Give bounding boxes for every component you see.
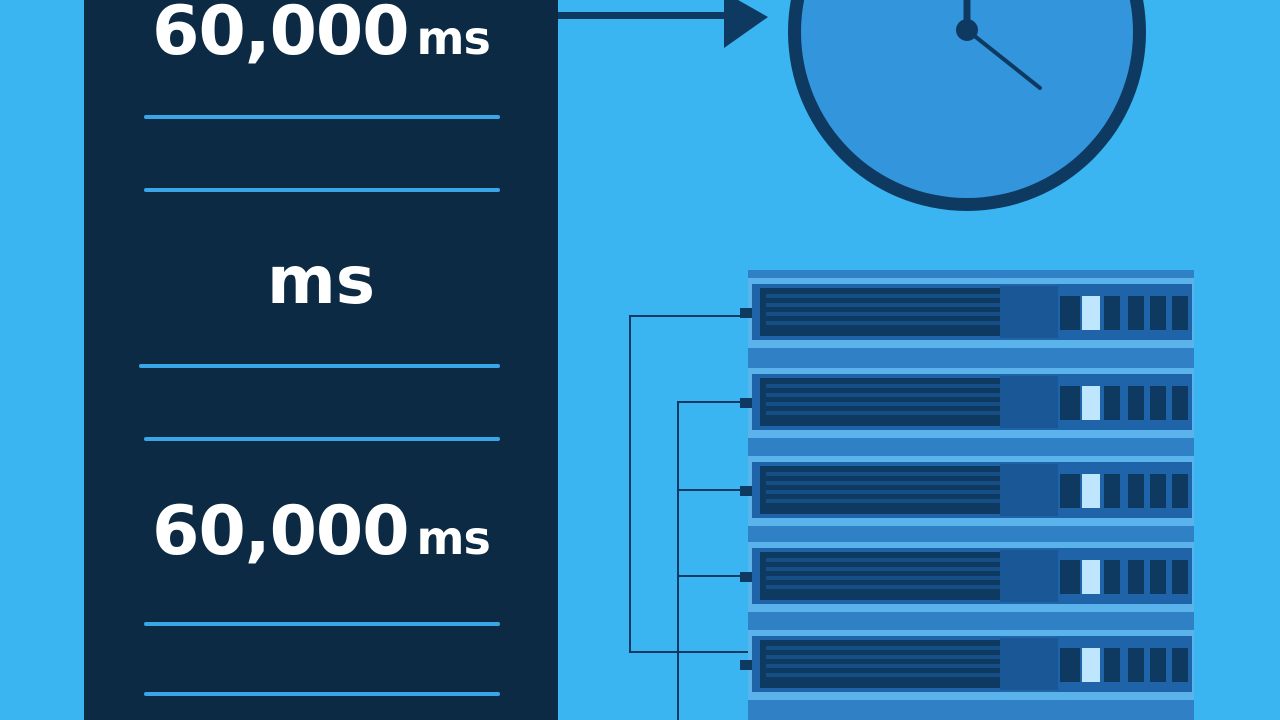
divider <box>144 692 500 696</box>
top-timeout-unit: ms <box>416 11 491 65</box>
clock-icon <box>788 0 1146 211</box>
middle-unit-label: ms <box>266 242 376 319</box>
server-unit <box>740 278 1194 348</box>
divider <box>144 437 500 441</box>
divider <box>144 188 500 192</box>
divider <box>139 364 500 368</box>
server-unit <box>740 456 1194 526</box>
server-unit <box>740 542 1194 612</box>
divider <box>144 622 500 626</box>
server-unit <box>740 368 1194 438</box>
arrow-right-icon <box>558 0 768 48</box>
server-unit <box>740 630 1194 700</box>
server-rack-icon <box>629 270 1194 720</box>
divider <box>144 115 500 119</box>
bottom-timeout-value: 60,000 <box>152 492 409 571</box>
top-timeout-value: 60,000 <box>152 0 409 71</box>
bottom-timeout-unit: ms <box>416 511 491 565</box>
